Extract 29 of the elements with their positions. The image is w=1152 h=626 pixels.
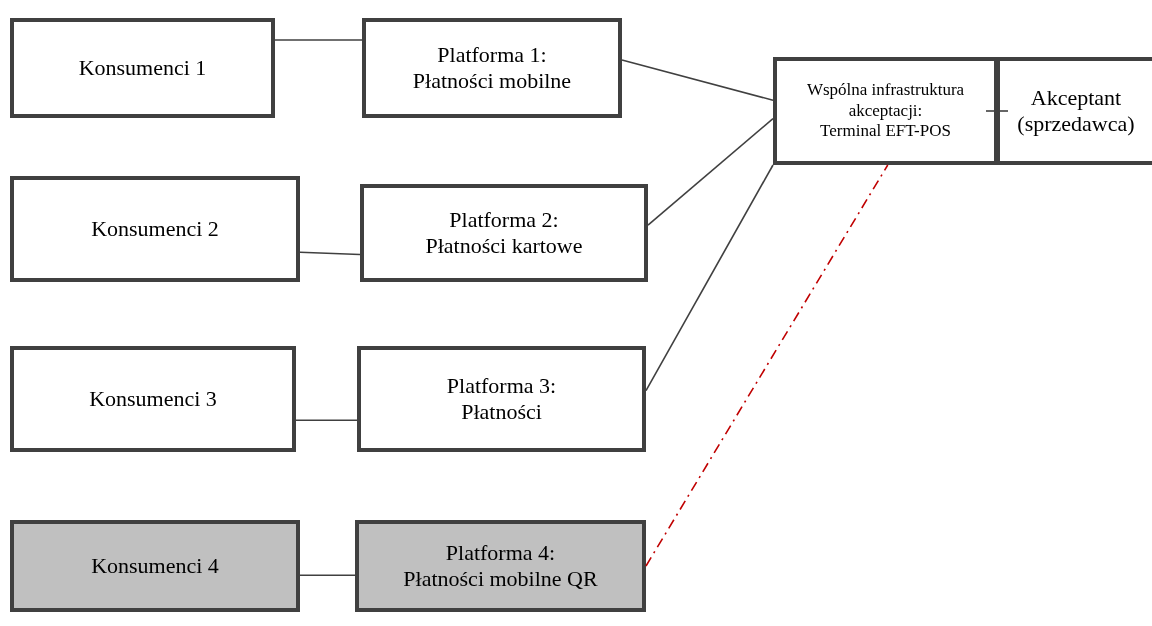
connector-line xyxy=(299,574,356,576)
connector-line xyxy=(645,164,889,567)
process-box xyxy=(362,18,622,118)
process-box xyxy=(10,346,296,452)
process-box xyxy=(10,176,300,282)
process-box xyxy=(10,520,300,612)
box-label: Platforma 2: Płatności kartowe xyxy=(425,206,583,260)
connector-line xyxy=(647,117,774,226)
process-box xyxy=(355,520,646,612)
connector-line xyxy=(274,39,363,41)
connector-line xyxy=(645,164,774,392)
box-label: Akceptant (sprzedawca) xyxy=(1016,84,1136,138)
box-label: Konsumenci 3 xyxy=(89,385,217,413)
box-label: Konsumenci 2 xyxy=(91,215,219,243)
box-label: Konsumenci 1 xyxy=(78,54,207,82)
process-box xyxy=(773,57,998,165)
process-box xyxy=(996,57,1152,165)
connector-line xyxy=(621,59,774,101)
connector-line xyxy=(295,419,358,421)
box-label: Konsumenci 4 xyxy=(91,552,219,580)
process-box xyxy=(357,346,646,452)
connector-line xyxy=(299,251,361,256)
process-box xyxy=(360,184,648,282)
box-label: Platforma 3: Płatności xyxy=(446,372,557,426)
connector-line xyxy=(985,110,1009,112)
box-label: Platforma 4: Płatności mobilne QR xyxy=(403,539,598,593)
process-box xyxy=(10,18,275,118)
box-label: Platforma 1: Płatności mobilne xyxy=(412,41,572,95)
box-label: Wspólna infrastruktura akceptacji: Terminal EFT-POS xyxy=(805,80,966,142)
